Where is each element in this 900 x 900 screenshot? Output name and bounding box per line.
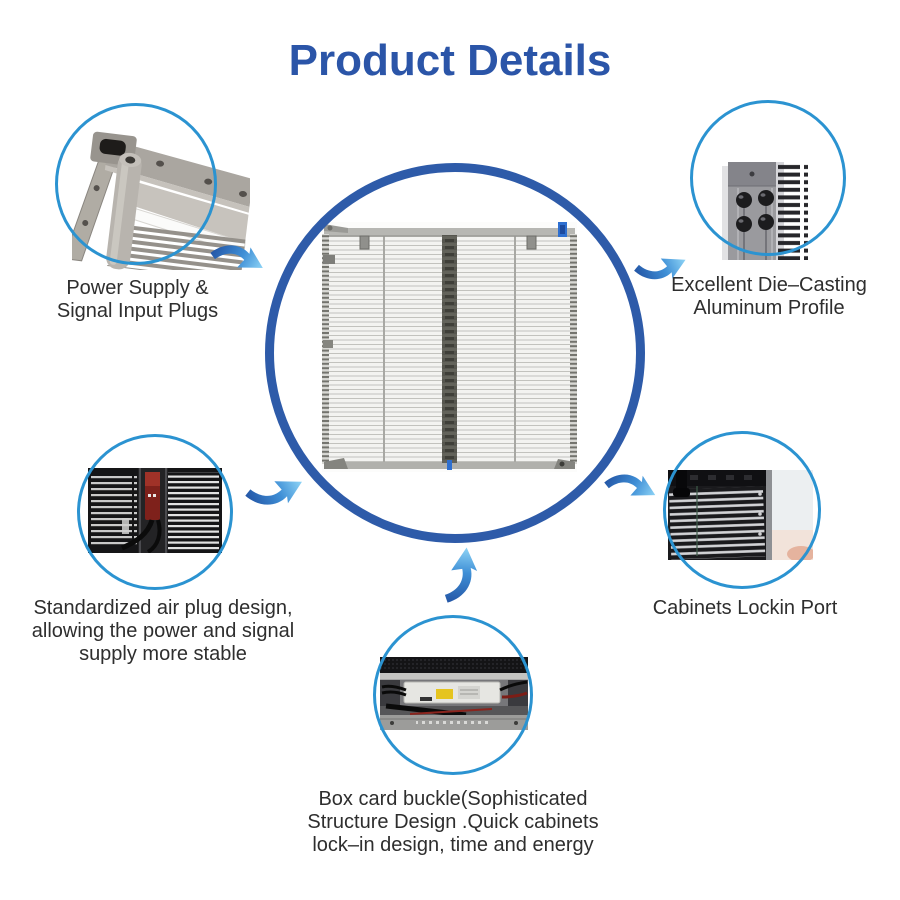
callout-label-line: supply more stable: [79, 643, 247, 665]
callout-label-line: Signal Input Plugs: [56, 300, 219, 322]
callout-label-line: Structure Design .Quick cabinets: [307, 811, 599, 833]
curved-arrow-icon: [439, 544, 481, 607]
callout-label-line: lock–in design, time and energy: [312, 834, 594, 856]
callout-label-die-casting: Excellent Die–Casting Aluminum Profile: [650, 274, 888, 320]
page-title: Product Details: [288, 36, 612, 85]
callout-circle-die-casting: [690, 100, 846, 256]
callout-label-line: Box card buckle(Sophisticated: [318, 788, 588, 810]
callout-label-line: allowing the power and signal: [31, 620, 295, 642]
callout-circle-box-card: [373, 615, 533, 775]
callout-label-line: Standardized air plug design,: [33, 597, 293, 619]
callout-label-air-plug: Standardized air plug design, allowing t…: [8, 597, 318, 666]
callout-label-power-supply: Power Supply & Signal Input Plugs: [15, 277, 260, 323]
callout-label-line: Excellent Die–Casting: [671, 274, 867, 296]
callout-label-line: Aluminum Profile: [693, 297, 845, 319]
curved-arrow-icon: [205, 229, 271, 287]
callout-label-line: Cabinets Lockin Port: [652, 597, 838, 619]
callout-label-line: Power Supply &: [66, 277, 209, 299]
curved-arrow-icon: [240, 461, 310, 522]
curved-arrow-icon: [629, 241, 692, 294]
callout-circle-power-supply: [55, 103, 217, 265]
callout-circle-air-plug: [77, 434, 233, 590]
callout-label-lockin-port: Cabinets Lockin Port: [630, 597, 860, 620]
callout-label-box-card: Box card buckle(Sophisticated Structure …: [283, 788, 623, 857]
central-product-circle: [265, 163, 645, 543]
curved-arrow-icon: [599, 459, 662, 513]
callout-circle-lockin-port: [663, 431, 821, 589]
